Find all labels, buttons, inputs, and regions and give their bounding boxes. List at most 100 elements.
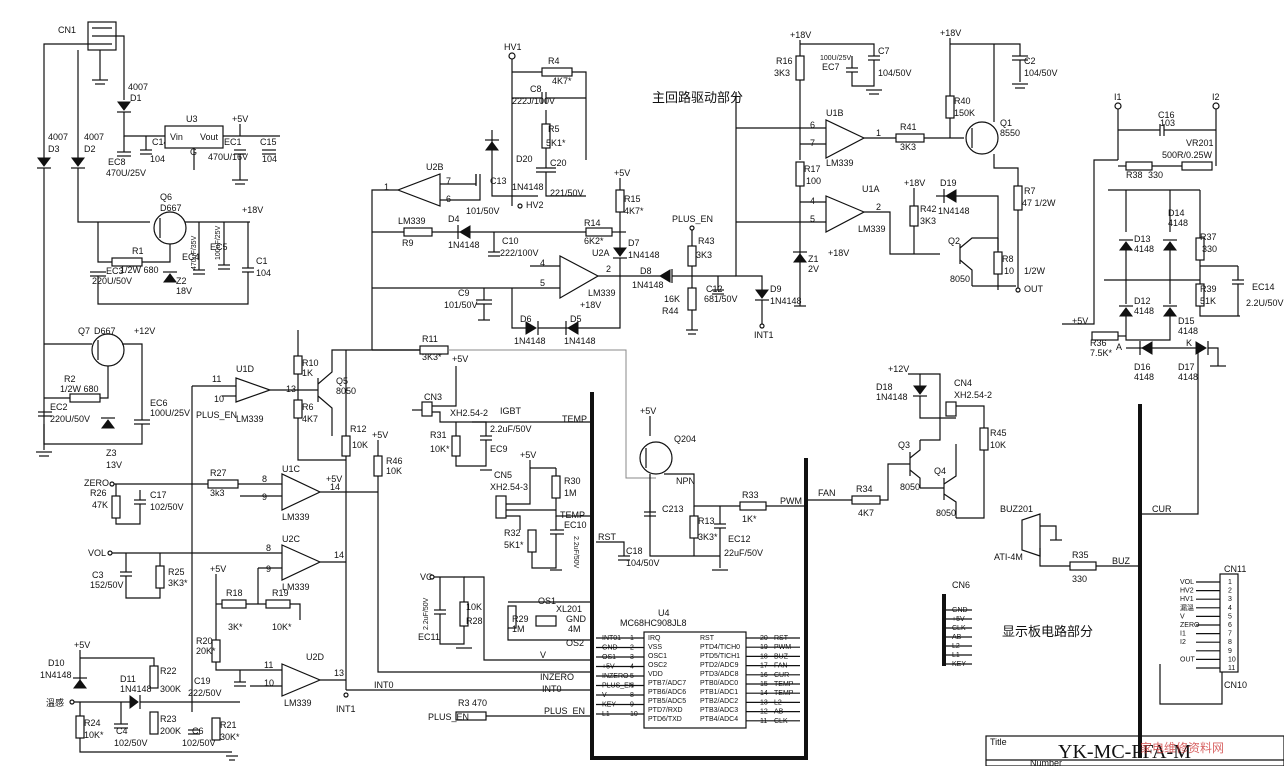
svg-text:+5V: +5V	[372, 430, 388, 440]
svg-text:13: 13	[286, 384, 296, 394]
svg-text:EC6: EC6	[150, 398, 168, 408]
title-label: Title	[990, 737, 1007, 747]
svg-text:7.5K*: 7.5K*	[1090, 348, 1113, 358]
svg-text:Vin: Vin	[170, 132, 183, 142]
svg-text:PLUS_EN: PLUS_EN	[428, 712, 469, 722]
u4-inner-left-label: VDD	[648, 671, 663, 678]
svg-text:1M: 1M	[512, 624, 525, 634]
cn11-pin-label: HV1	[1180, 596, 1194, 603]
svg-text:R13: R13	[698, 516, 715, 526]
svg-text:OUT: OUT	[1024, 284, 1044, 294]
u4-inner-left-label: PTB6/ADC6	[648, 689, 686, 696]
svg-text:U1C: U1C	[282, 464, 301, 474]
watermark-text: 家电维修资料网	[1140, 740, 1224, 755]
svg-text:11: 11	[264, 660, 273, 670]
cn11-pin-number: 9	[1228, 648, 1232, 655]
cn4-connector	[945, 401, 957, 417]
svg-text:+18V: +18V	[828, 248, 849, 258]
svg-text:3K3: 3K3	[774, 68, 790, 78]
svg-text:51K: 51K	[1200, 296, 1216, 306]
u4-inner-left-label: VSS	[648, 644, 662, 651]
u4-inner-right-label: PTB1/ADC1	[700, 689, 738, 696]
svg-text:1N4148: 1N4148	[40, 670, 72, 680]
cn11-pin-label: ZERO	[1180, 622, 1200, 629]
svg-text:+18V: +18V	[242, 205, 263, 215]
svg-text:D667: D667	[94, 326, 116, 336]
svg-text:R3: R3	[458, 698, 470, 708]
svg-text:4K7: 4K7	[302, 414, 318, 424]
svg-text:1K*: 1K*	[742, 514, 757, 524]
svg-text:4148: 4148	[1134, 244, 1154, 254]
svg-text:22uF/50V: 22uF/50V	[724, 548, 763, 558]
svg-text:CN6: CN6	[952, 580, 970, 590]
svg-text:U4: U4	[658, 608, 670, 618]
svg-text:INT0: INT0	[542, 684, 562, 694]
svg-text:+12V: +12V	[888, 364, 909, 374]
svg-text:CN11: CN11	[1224, 564, 1246, 574]
svg-text:D17: D17	[1178, 362, 1195, 372]
svg-text:D20: D20	[516, 154, 533, 164]
cn5-connector	[495, 495, 507, 519]
svg-text:XH2.54-2: XH2.54-2	[954, 390, 992, 400]
svg-text:1N4148: 1N4148	[448, 240, 480, 250]
svg-text:R27: R27	[210, 468, 227, 478]
u4-inner-right-label: PTD2/ADC9	[700, 662, 739, 669]
svg-text:6K2*: 6K2*	[584, 236, 604, 246]
svg-text:EC10: EC10	[564, 520, 587, 530]
svg-text:C6: C6	[192, 726, 204, 736]
drawing-title: YK-MC-PFA-M	[1058, 741, 1191, 763]
q1-transistor	[965, 121, 999, 155]
svg-text:NPN: NPN	[676, 476, 695, 486]
svg-text:ATI-4M: ATI-4M	[994, 552, 1023, 562]
svg-text:1N4148: 1N4148	[628, 250, 660, 260]
svg-text:PLUS_EN: PLUS_EN	[196, 410, 237, 420]
svg-text:TEMP: TEMP	[560, 510, 585, 520]
svg-text:221/50V: 221/50V	[550, 188, 584, 198]
u4-inner-left-label: PTB7/ADC7	[648, 680, 686, 687]
svg-text:LM339: LM339	[858, 224, 886, 234]
cn1-label: CN1	[58, 25, 76, 35]
svg-text:+5V: +5V	[520, 450, 536, 460]
u1c-comparator	[281, 473, 322, 511]
svg-text:220U/50V: 220U/50V	[92, 276, 132, 286]
svg-text:EC12: EC12	[728, 534, 751, 544]
svg-text:U2B: U2B	[426, 162, 444, 172]
svg-text:200K: 200K	[160, 726, 181, 736]
u4-inner-right-label: RST	[700, 635, 715, 642]
svg-text:U2C: U2C	[282, 534, 301, 544]
svg-text:C14: C14	[152, 137, 169, 147]
svg-text:4M: 4M	[568, 624, 581, 634]
svg-text:+5V: +5V	[232, 114, 248, 124]
svg-text:1N4148: 1N4148	[120, 684, 152, 694]
svg-text:D16: D16	[1134, 362, 1151, 372]
svg-text:101/50V: 101/50V	[466, 206, 500, 216]
svg-text:R40: R40	[954, 96, 971, 106]
svg-text:OS1: OS1	[538, 596, 556, 606]
u4-inner-left-label: IRQ	[648, 635, 661, 642]
svg-text:2V: 2V	[808, 264, 819, 274]
svg-text:2.2U/50V: 2.2U/50V	[1246, 298, 1284, 308]
svg-text:104: 104	[262, 154, 277, 164]
svg-text:R15: R15	[624, 194, 641, 204]
svg-text:1N4148: 1N4148	[514, 336, 546, 346]
svg-text:EC3: EC3	[106, 266, 124, 276]
svg-text:CN10: CN10	[1224, 680, 1247, 690]
cn11-pin-label: I2	[1180, 639, 1186, 646]
svg-text:10K*: 10K*	[84, 730, 104, 740]
svg-text:R21: R21	[220, 720, 237, 730]
svg-text:EC5: EC5	[210, 242, 228, 252]
svg-text:INZERO: INZERO	[540, 672, 574, 682]
svg-text:INT1: INT1	[754, 330, 774, 340]
svg-text:R17: R17	[804, 164, 821, 174]
svg-text:LM339: LM339	[236, 414, 264, 424]
svg-text:C18: C18	[626, 546, 643, 556]
cn11-pin-label: HV2	[1180, 588, 1194, 595]
cn11-pin-label: OUT	[1180, 656, 1196, 663]
svg-text:D6: D6	[520, 314, 532, 324]
svg-text:R1: R1	[132, 246, 144, 256]
svg-text:R34: R34	[856, 484, 873, 494]
svg-text:C8: C8	[530, 84, 542, 94]
svg-text:D9: D9	[770, 284, 782, 294]
svg-text:4: 4	[540, 258, 545, 268]
